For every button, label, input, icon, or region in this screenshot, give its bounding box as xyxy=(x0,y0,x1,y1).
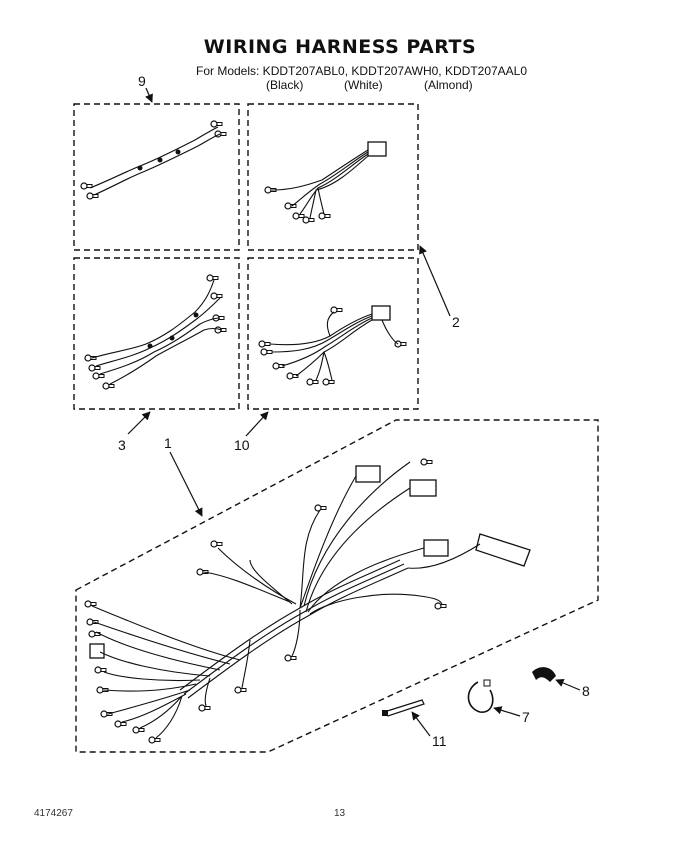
color-white-label: (White) xyxy=(344,78,383,92)
part-2-plug-connector xyxy=(367,141,387,157)
part-10-box[interactable] xyxy=(247,257,419,410)
callout-7: 7 xyxy=(522,709,530,725)
callout-1: 1 xyxy=(164,435,172,451)
callout-3: 3 xyxy=(118,437,126,453)
footer-part-number: 4174267 xyxy=(34,808,73,819)
part-2-box[interactable] xyxy=(247,103,419,251)
models-line: For Models: KDDT207ABL0, KDDT207AWH0, KD… xyxy=(196,64,528,78)
footer-page-number: 13 xyxy=(334,808,346,819)
color-black-label: (Black) xyxy=(266,78,304,92)
part-11-bracket[interactable] xyxy=(382,699,425,717)
callout-10: 10 xyxy=(234,437,250,453)
callout-11: 11 xyxy=(432,733,447,749)
part-9-connectors xyxy=(80,120,227,200)
color-almond-label: (Almond) xyxy=(424,78,473,92)
callout-8: 8 xyxy=(582,683,590,699)
part-9-box[interactable] xyxy=(73,103,240,251)
part-7-tie[interactable] xyxy=(467,679,494,713)
part-8-clip[interactable] xyxy=(532,667,556,682)
callout-9: 9 xyxy=(138,73,146,89)
part-10-plug-connector xyxy=(371,305,391,321)
callout-leaders xyxy=(127,87,581,737)
part-1-main-harness[interactable] xyxy=(75,419,599,753)
page-title: WIRING HARNESS PARTS xyxy=(203,36,477,58)
part-3-box[interactable] xyxy=(73,257,240,410)
callout-2: 2 xyxy=(452,314,460,330)
